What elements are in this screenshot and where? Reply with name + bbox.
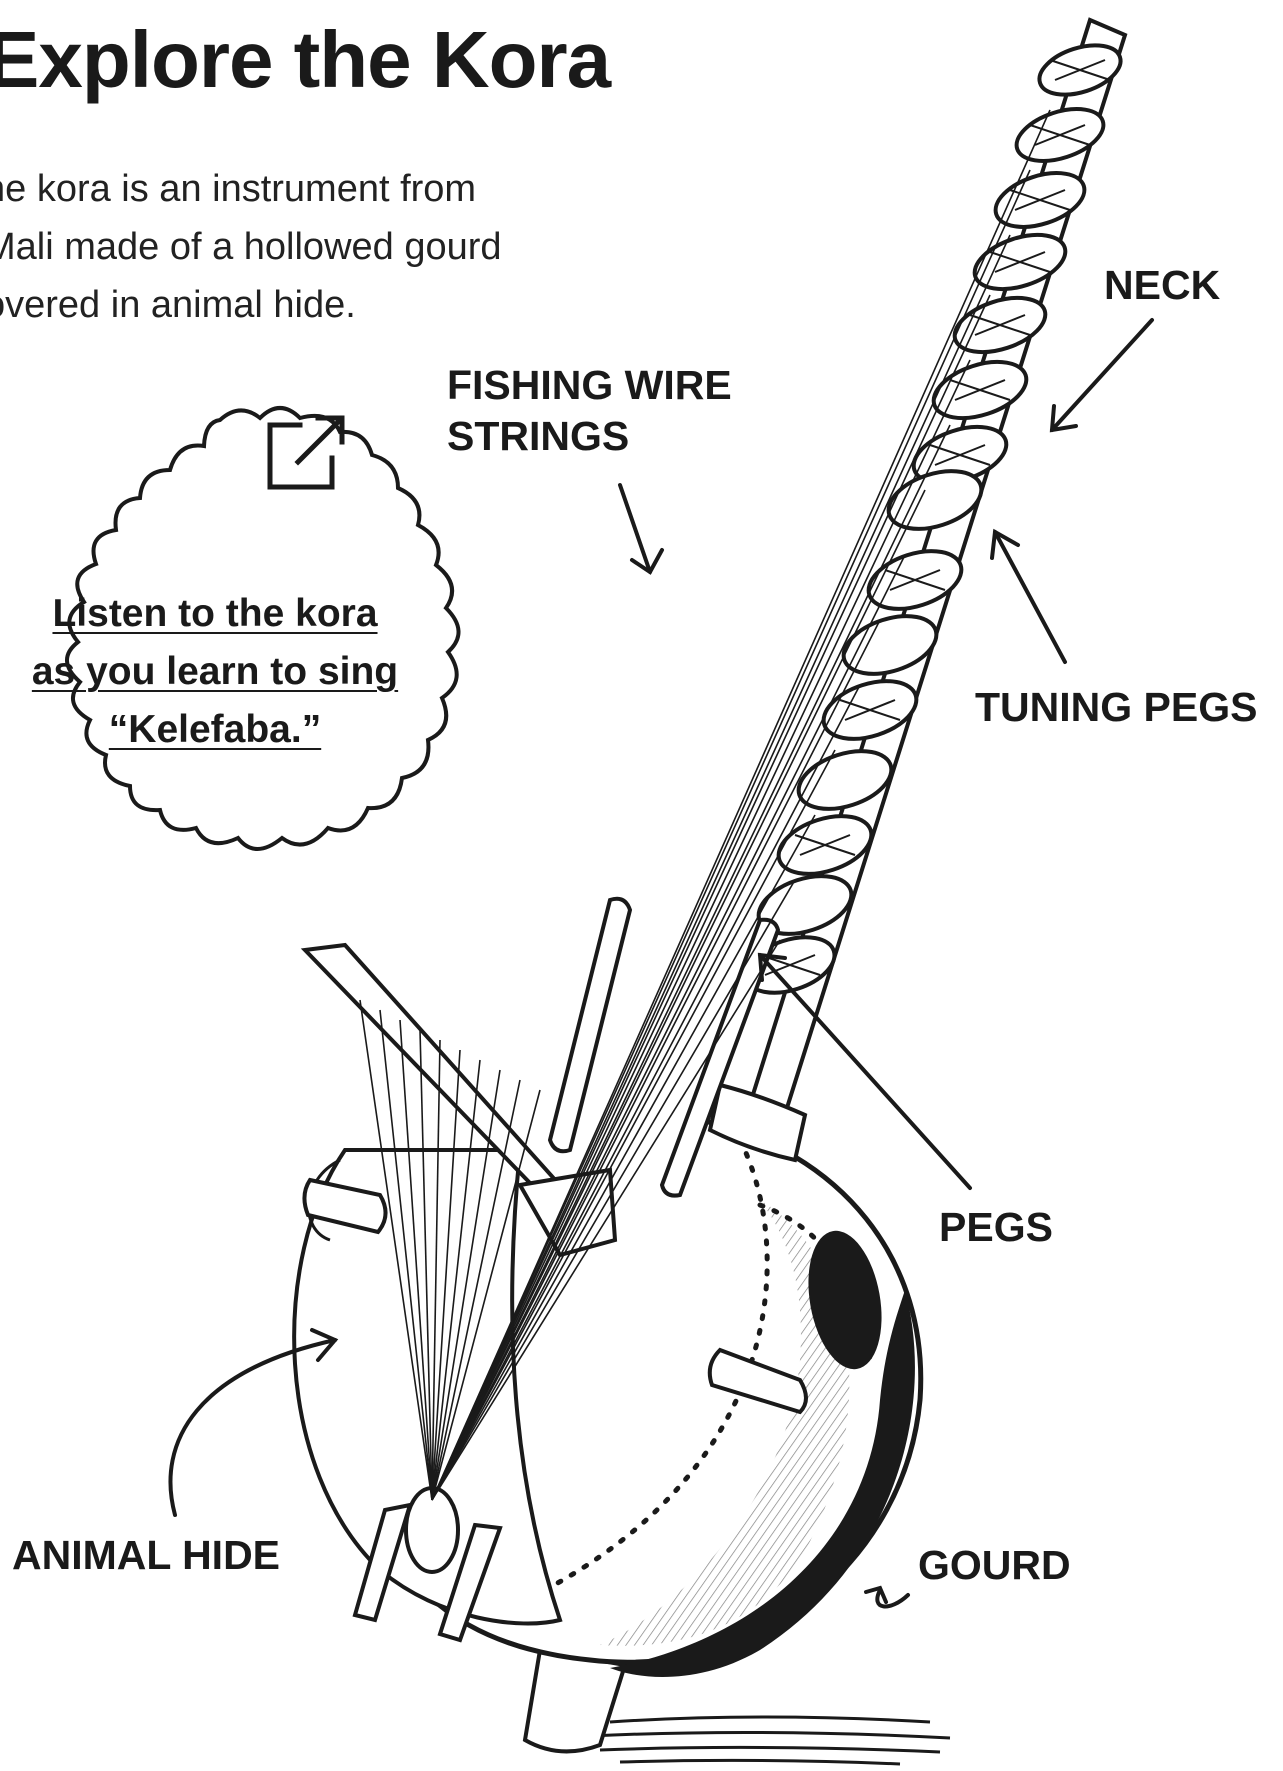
label-gourd: GOURD (918, 1540, 1071, 1591)
label-fishing-wire-line-1: FISHING WIRE (447, 360, 732, 411)
page-title: Explore the Kora (0, 20, 610, 100)
tuning-pegs (739, 36, 1127, 1003)
label-fishing-wire-line-2: STRINGS (447, 411, 732, 462)
intro-paragraph: he kora is an instrument from Mali made … (0, 160, 604, 334)
listen-line-3[interactable]: “Kelefaba.” (10, 701, 420, 759)
label-fishing-wire-strings: FISHING WIRE STRINGS (447, 360, 732, 463)
listen-line-2[interactable]: as you learn to sing (10, 643, 420, 701)
label-animal-hide: ANIMAL HIDE (12, 1530, 280, 1581)
listen-line-1[interactable]: Listen to the kora (10, 585, 420, 643)
intro-line-2: Mali made of a hollowed gourd (0, 218, 604, 276)
fishing-wire-arrow (620, 485, 650, 572)
external-link-icon[interactable] (270, 418, 342, 487)
label-tuning-pegs: TUNING PEGS (975, 682, 1257, 733)
intro-line-3: overed in animal hide. (0, 276, 604, 334)
neck-arrow (1052, 320, 1152, 430)
intro-line-1: he kora is an instrument from (0, 160, 604, 218)
listen-kora-link[interactable]: Listen to the kora as you learn to sing … (10, 585, 420, 759)
label-pegs: PEGS (939, 1202, 1053, 1253)
ground-shadow (590, 1717, 950, 1764)
label-neck: NECK (1104, 260, 1220, 311)
tuning-pegs-arrow (995, 532, 1065, 662)
neck (710, 20, 1127, 1160)
